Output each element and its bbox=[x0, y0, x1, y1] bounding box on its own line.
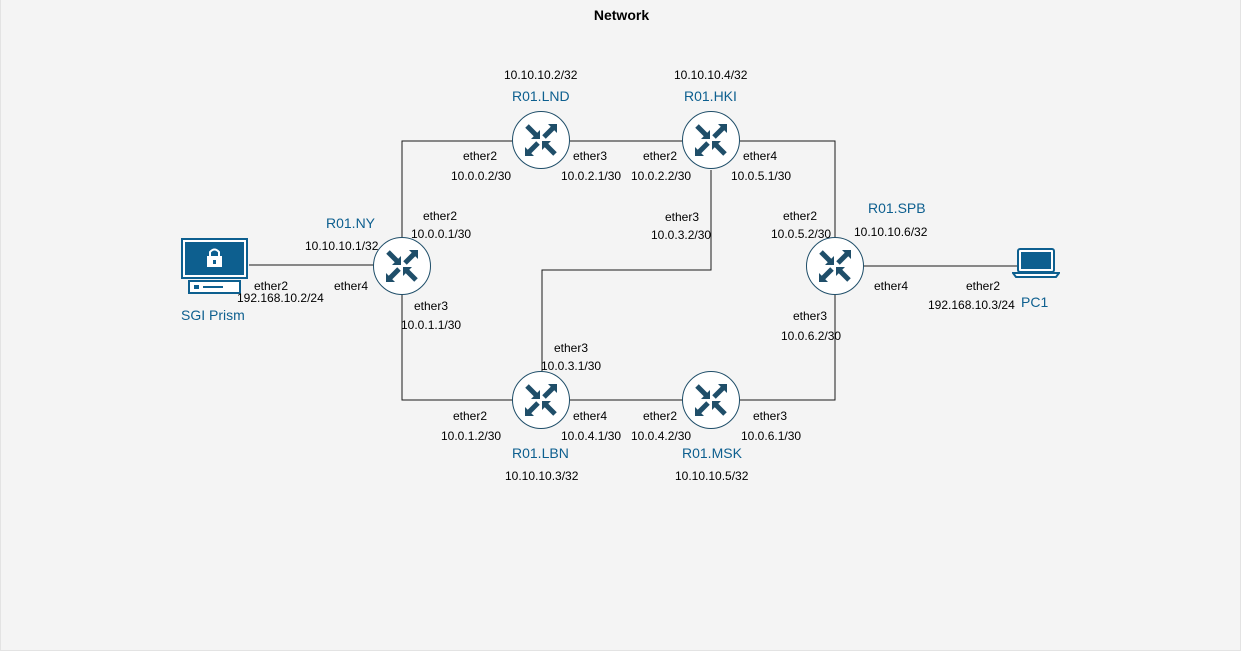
host-pc1[interactable] bbox=[1011, 248, 1061, 278]
router-label-ny: R01.NY bbox=[326, 215, 376, 231]
ip-lnd-ether2: 10.0.0.2/30 bbox=[451, 169, 512, 183]
ip-hki-ether2: 10.0.2.2/30 bbox=[631, 169, 692, 183]
port-ny-ether4: ether4 bbox=[334, 279, 369, 293]
router-icon bbox=[374, 238, 430, 294]
ip-lbn-ether2: 10.0.1.2/30 bbox=[441, 429, 502, 443]
loopback-msk: 10.10.10.5/32 bbox=[675, 469, 749, 483]
port-msk-ether3: ether3 bbox=[753, 409, 788, 423]
loopback-hki: 10.10.10.4/32 bbox=[674, 68, 748, 82]
port-hki-ether2: ether2 bbox=[643, 149, 678, 163]
port-ny-ether2: ether2 bbox=[423, 209, 458, 223]
ip-hki-ether4: 10.0.5.1/30 bbox=[731, 169, 792, 183]
link-msk-spb[interactable] bbox=[740, 295, 836, 401]
ip-lnd-ether3: 10.0.2.1/30 bbox=[561, 169, 622, 183]
router-label-lbn: R01.LBN bbox=[512, 445, 569, 461]
router-r01-ny[interactable] bbox=[373, 237, 431, 295]
ip-ny-ether3: 10.0.1.1/30 bbox=[401, 318, 462, 332]
port-lnd-ether3: ether3 bbox=[573, 149, 608, 163]
router-label-spb: R01.SPB bbox=[868, 200, 926, 216]
port-lnd-ether2: ether2 bbox=[463, 149, 498, 163]
ip-sgi-ether2: 192.168.10.2/24 bbox=[237, 291, 324, 305]
router-label-msk: R01.MSK bbox=[682, 445, 742, 461]
ip-spb-ether2: 10.0.5.2/30 bbox=[771, 227, 832, 241]
port-lbn-ether2: ether2 bbox=[453, 409, 488, 423]
link-hki-lbn[interactable] bbox=[541, 170, 712, 371]
router-r01-lbn[interactable] bbox=[512, 371, 570, 429]
ip-ny-ether2: 10.0.0.1/30 bbox=[411, 227, 472, 241]
router-icon bbox=[513, 112, 569, 168]
router-icon bbox=[683, 112, 739, 168]
port-lbn-ether3: ether3 bbox=[554, 341, 589, 355]
loopback-ny: 10.10.10.1/32 bbox=[305, 239, 379, 253]
ip-spb-ether3: 10.0.6.2/30 bbox=[781, 329, 842, 343]
ip-lbn-ether4: 10.0.4.1/30 bbox=[561, 429, 622, 443]
port-hki-ether3: ether3 bbox=[665, 210, 700, 224]
loopback-lbn: 10.10.10.3/32 bbox=[505, 469, 579, 483]
router-r01-spb[interactable] bbox=[806, 237, 864, 295]
port-msk-ether2: ether2 bbox=[643, 409, 678, 423]
router-r01-lnd[interactable] bbox=[512, 111, 570, 169]
laptop-icon bbox=[1011, 248, 1061, 278]
port-spb-ether4: ether4 bbox=[874, 279, 909, 293]
server-lock-icon bbox=[181, 238, 248, 294]
ip-msk-ether3: 10.0.6.1/30 bbox=[741, 429, 802, 443]
host-label-pc1: PC1 bbox=[1021, 294, 1049, 310]
router-r01-hki[interactable] bbox=[682, 111, 740, 169]
ip-lbn-ether3: 10.0.3.1/30 bbox=[541, 359, 602, 373]
router-label-lnd: R01.LND bbox=[512, 88, 570, 104]
port-ny-ether3: ether3 bbox=[414, 299, 449, 313]
port-sgi-ether2: ether2 bbox=[254, 279, 289, 293]
loopback-spb: 10.10.10.6/32 bbox=[854, 225, 928, 239]
host-sgi-prism[interactable] bbox=[181, 238, 249, 296]
link-ny-lbn[interactable] bbox=[401, 294, 513, 401]
ip-hki-ether3: 10.0.3.2/30 bbox=[651, 228, 712, 242]
host-label-sgi-prism: SGI Prism bbox=[181, 307, 245, 323]
link-hki-spb[interactable] bbox=[740, 140, 836, 241]
ip-msk-ether2: 10.0.4.2/30 bbox=[631, 429, 692, 443]
ip-pc1-ether2: 192.168.10.3/24 bbox=[928, 298, 1015, 312]
link-ny-lnd[interactable] bbox=[401, 140, 513, 257]
port-spb-ether2: ether2 bbox=[783, 209, 818, 223]
diagram-title: Network bbox=[593, 7, 650, 23]
port-pc1-ether2: ether2 bbox=[966, 279, 1001, 293]
port-lbn-ether4: ether4 bbox=[573, 409, 608, 423]
router-icon bbox=[683, 372, 739, 428]
router-r01-msk[interactable] bbox=[682, 371, 740, 429]
port-spb-ether3: ether3 bbox=[793, 309, 828, 323]
router-icon bbox=[807, 238, 863, 294]
router-icon bbox=[513, 372, 569, 428]
router-label-hki: R01.HKI bbox=[684, 88, 737, 104]
port-hki-ether4: ether4 bbox=[743, 149, 778, 163]
loopback-lnd: 10.10.10.2/32 bbox=[504, 68, 578, 82]
